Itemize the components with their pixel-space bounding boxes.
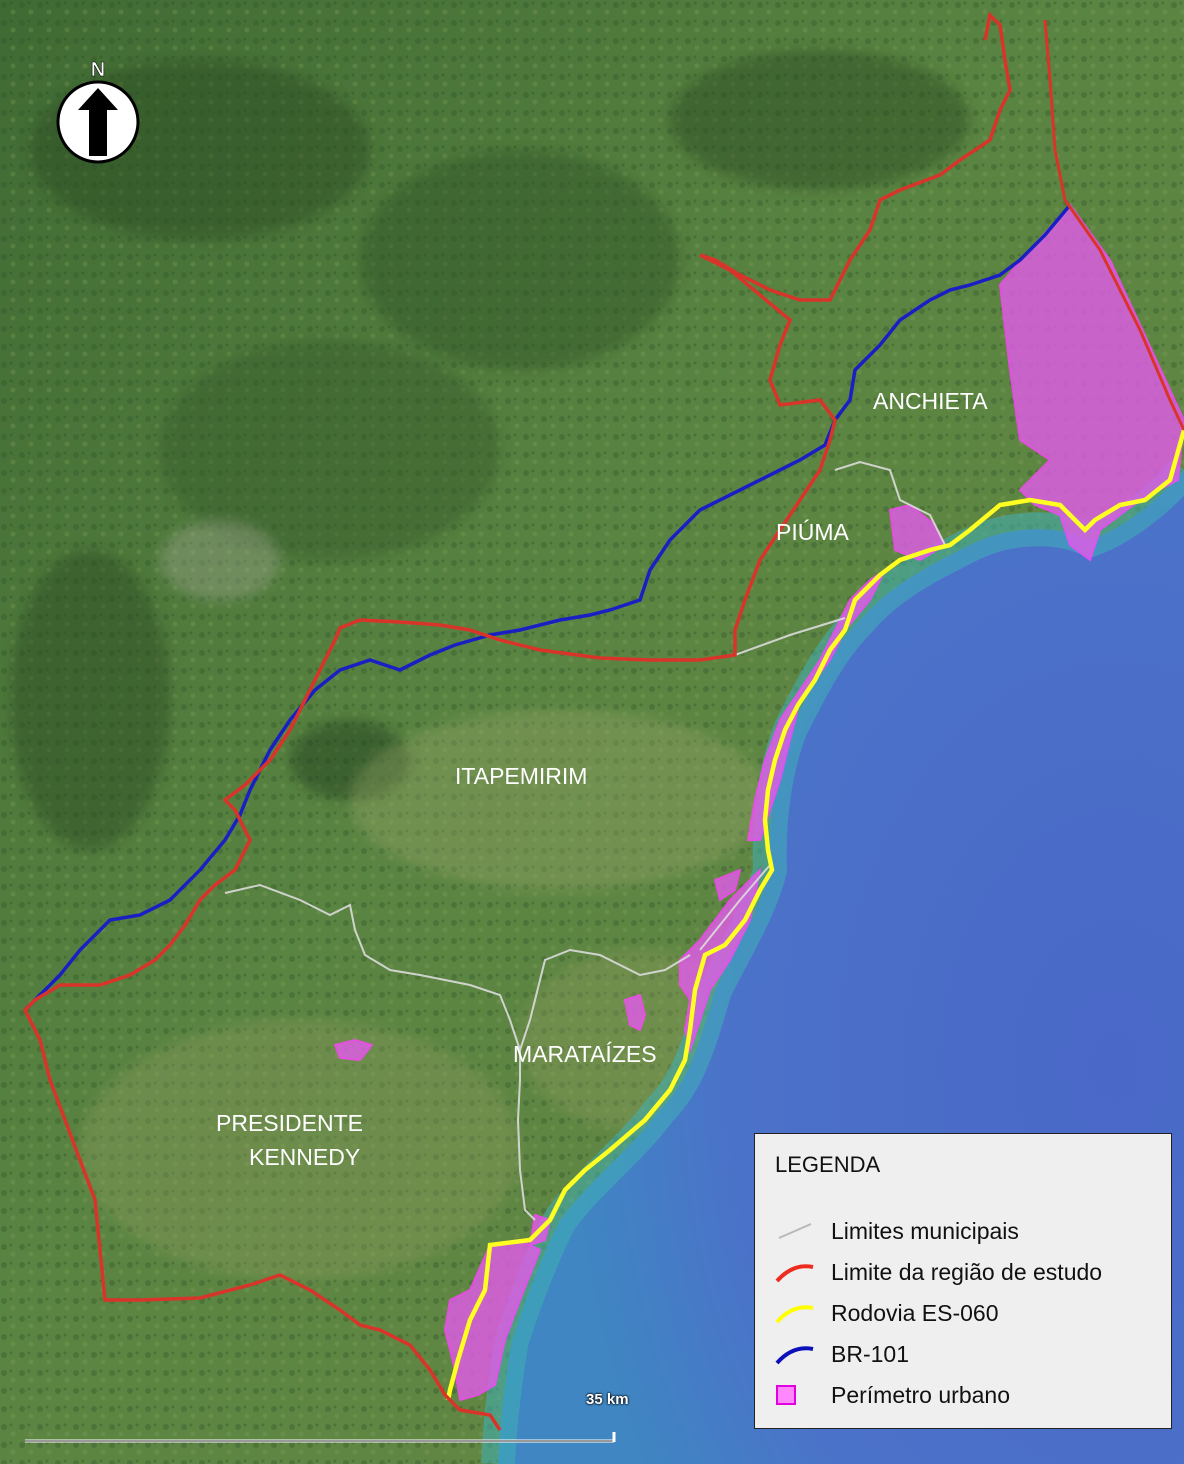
- place-label-marataizes: MARATAÍZES: [513, 1041, 657, 1067]
- place-label-kennedy: KENNEDY: [249, 1144, 360, 1170]
- scale-label: 35 km: [586, 1391, 629, 1408]
- legend-item-urban-perimeter: Perímetro urbano: [773, 1380, 1010, 1410]
- region-limit-line-icon: [773, 1257, 817, 1287]
- north-arrow: N: [56, 58, 140, 164]
- place-label-presidente: PRESIDENTE: [216, 1110, 363, 1136]
- study-region-limit-east: [1043, 19, 1184, 431]
- place-label-anchieta: ANCHIETA: [873, 388, 988, 414]
- urban-areas: [333, 203, 1184, 1402]
- study-region-limit: [22, 11, 1012, 1431]
- legend-item-br101: BR-101: [773, 1339, 909, 1369]
- north-label: N: [91, 59, 105, 81]
- place-label-piuma: PIÚMA: [776, 519, 850, 545]
- scale-bar: [25, 1432, 616, 1443]
- br-101-road: [23, 203, 1072, 1012]
- legend-item-municipal-limits: Limites municipais: [773, 1216, 1019, 1246]
- es060-line-icon: [773, 1298, 817, 1328]
- municipal-limits: [224, 460, 946, 1221]
- legend-title: LEGENDA: [775, 1152, 881, 1177]
- municipal-limit-line-icon: [773, 1216, 817, 1246]
- urban-perimeter-square-icon: [773, 1380, 817, 1410]
- legend: LEGENDA Limites municipais Limite da reg…: [754, 1133, 1172, 1429]
- legend-item-region-limit: Limite da região de estudo: [773, 1257, 1102, 1287]
- br101-line-icon: [773, 1339, 817, 1369]
- es-060-road: [445, 429, 1184, 1401]
- north-arrow-icon: [78, 88, 118, 156]
- legend-item-es060: Rodovia ES-060: [773, 1298, 999, 1328]
- place-label-itapemirim: ITAPEMIRIM: [455, 763, 587, 789]
